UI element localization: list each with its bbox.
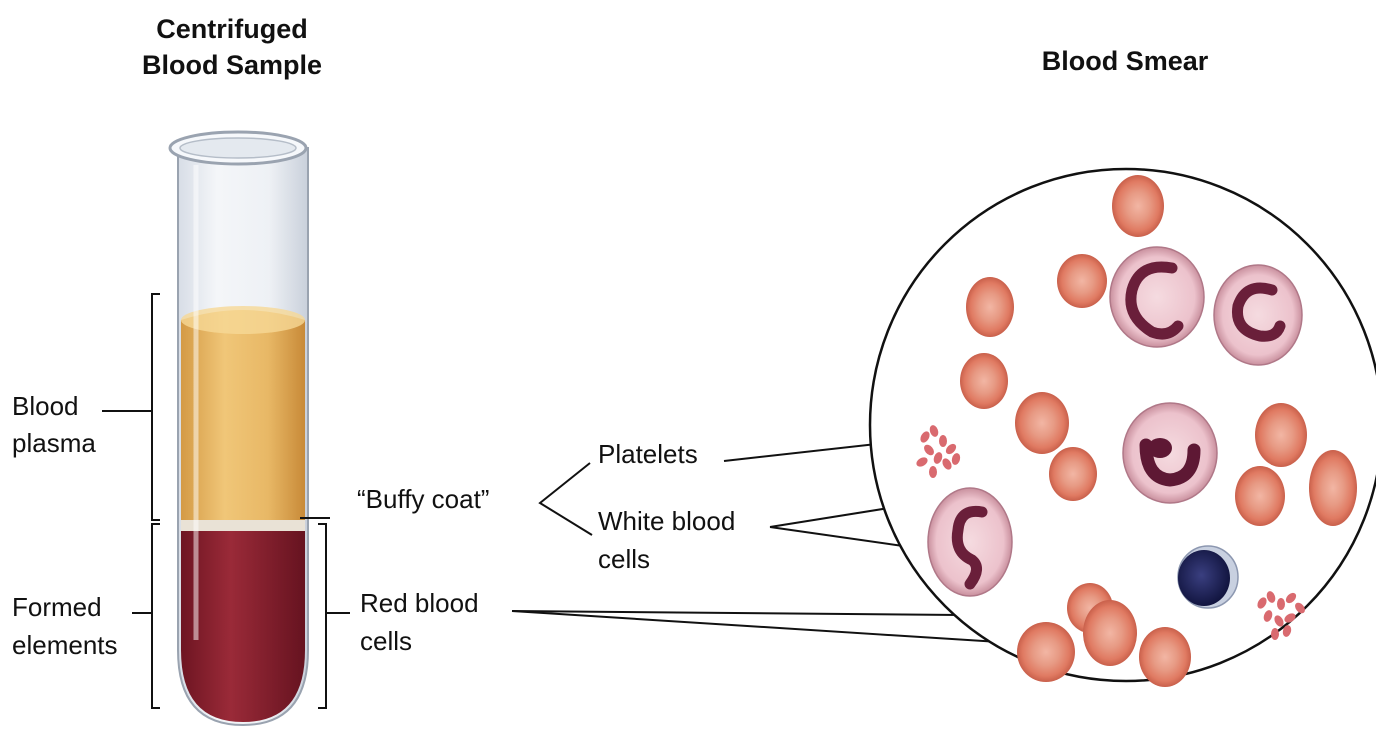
blood-plasma-label-line2: plasma xyxy=(12,428,96,458)
tube-title-line2: Blood Sample xyxy=(142,50,322,80)
white-blood-cells-label-line1: White blood xyxy=(598,506,735,536)
rbc xyxy=(1235,466,1285,526)
rbc xyxy=(1139,627,1191,687)
rbc xyxy=(966,277,1014,337)
red-blood-cells-label-line2: cells xyxy=(360,626,412,656)
blood-plasma-label-line1: Blood xyxy=(12,391,79,421)
formed-elements-label-line2: elements xyxy=(12,630,118,660)
tube-opening xyxy=(180,138,296,158)
rbc xyxy=(1112,175,1164,237)
formed-elements-label-line1: Formed xyxy=(12,592,102,622)
rbc xyxy=(1017,622,1075,682)
eosinophil xyxy=(1123,403,1217,503)
buffy-coat-fork xyxy=(540,463,592,535)
rbc xyxy=(1309,450,1357,526)
rbc xyxy=(1015,392,1069,454)
smear-title: Blood Smear xyxy=(1042,46,1209,76)
rbc xyxy=(1255,403,1307,467)
red-blood-cells-label-line1: Red blood xyxy=(360,588,479,618)
rbc xyxy=(960,353,1008,409)
plasma-layer xyxy=(181,310,305,522)
neutrophil xyxy=(1110,247,1204,347)
test-tube xyxy=(170,132,308,725)
plasma-bracket xyxy=(152,294,160,520)
buffy-coat-label: “Buffy coat” xyxy=(357,484,489,514)
neutrophil xyxy=(1214,265,1302,365)
red-cell-layer xyxy=(181,530,305,722)
rbc xyxy=(1049,447,1097,501)
tube-title-line1: Centrifuged xyxy=(156,14,308,44)
rbc-bracket xyxy=(318,524,326,708)
rbc xyxy=(1083,600,1137,666)
platelets-label: Platelets xyxy=(598,439,698,469)
formed-bracket xyxy=(152,524,160,708)
white-blood-cells-label-line2: cells xyxy=(598,544,650,574)
rbc xyxy=(1057,254,1107,308)
buffy-coat-layer xyxy=(181,520,305,531)
plasma-surface xyxy=(181,306,305,334)
neutrophil xyxy=(928,488,1012,596)
lymphocyte xyxy=(1178,546,1238,608)
